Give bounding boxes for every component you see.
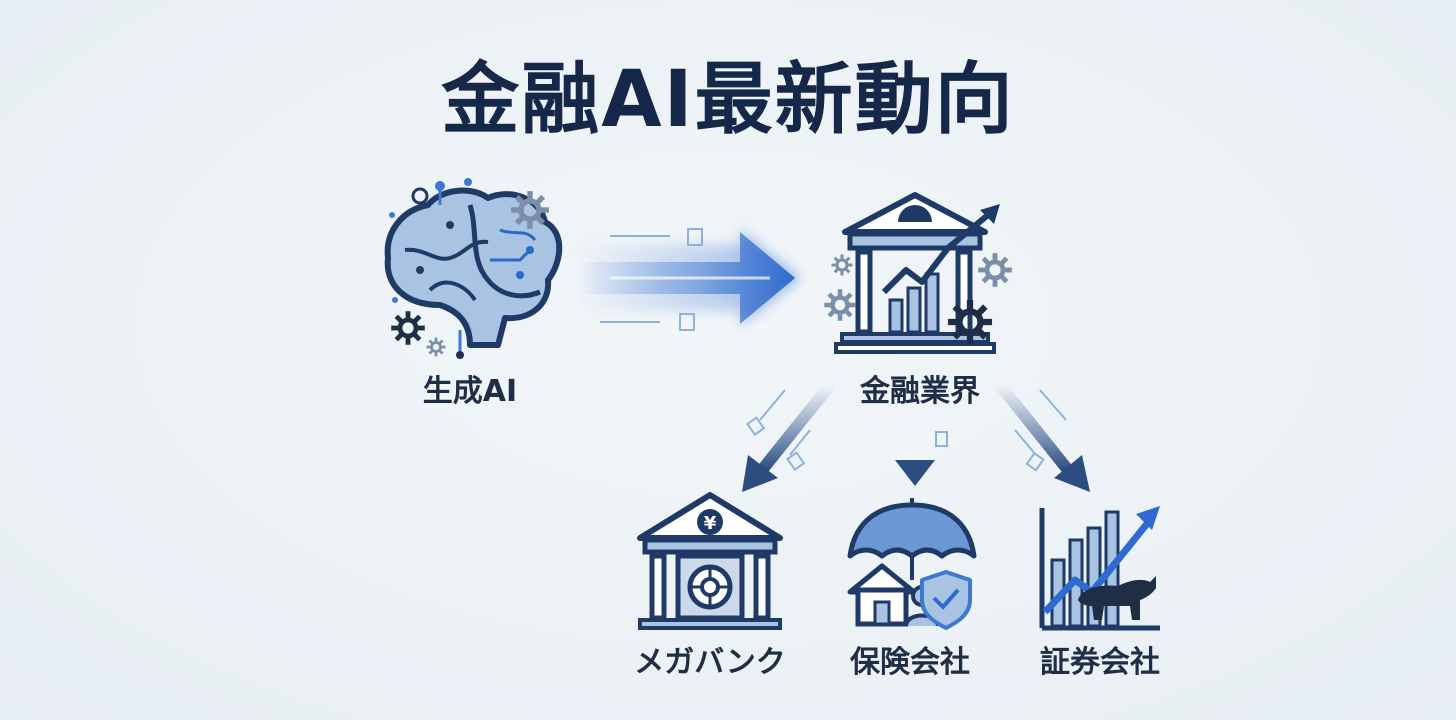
flow-arrow-to-securities <box>994 379 1090 492</box>
bank-vault-icon: ¥ <box>637 492 783 630</box>
flow-arrow-ai-to-finance <box>575 228 800 331</box>
flow-arrow-to-megabank <box>742 379 836 492</box>
label-generative-ai: 生成AI <box>422 374 518 409</box>
page-title: 金融AI最新動向 <box>441 55 1015 145</box>
flow-arrow-to-insurance <box>895 410 948 486</box>
label-insurance: 保険会社 <box>850 645 970 680</box>
label-securities: 証券会社 <box>1040 645 1160 680</box>
yen-symbol: ¥ <box>704 513 717 534</box>
brain-circuit-icon <box>384 178 563 359</box>
label-financial-industry: 金融業界 <box>860 374 980 409</box>
bull-chart-icon <box>1039 506 1160 631</box>
umbrella-house-icon <box>847 498 977 630</box>
label-megabank: メガバンク <box>634 645 786 680</box>
bank-growth-icon <box>827 192 1010 354</box>
